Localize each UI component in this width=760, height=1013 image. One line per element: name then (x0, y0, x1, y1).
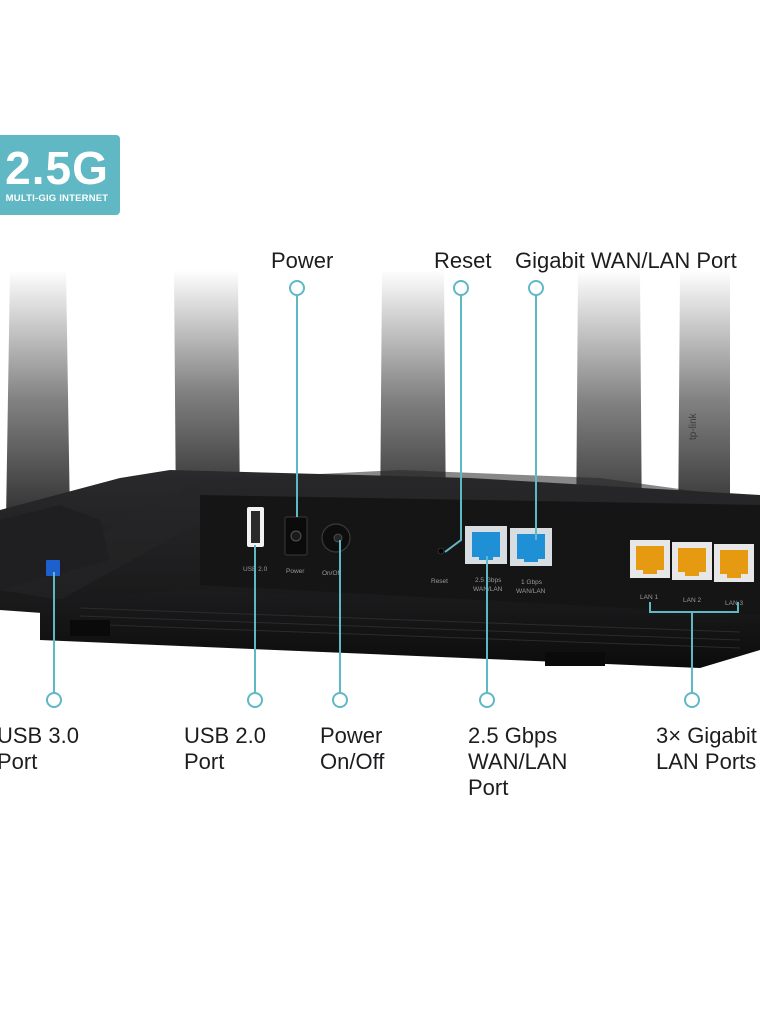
multi-gig-badge: 2.5G MULTI-GIG INTERNET (0, 135, 120, 215)
panel-label-wan1-line2: WAN/LAN (516, 588, 546, 595)
callout-label-usb20: USB 2.0 Port (184, 723, 266, 775)
wan-25g-port (465, 526, 507, 564)
panel-label-wan1-line1: 1 Gbps (521, 579, 543, 586)
usb20-line2: Port (184, 749, 225, 774)
badge-subtitle: MULTI-GIG INTERNET (5, 193, 109, 204)
panel-label-onoff: On/Off (322, 570, 341, 577)
lan-line2: LAN Ports (656, 749, 757, 774)
callout-dot-wan-25g (479, 692, 495, 708)
usb30-line1: USB 3.0 (0, 723, 79, 748)
wan25-line3: Port (468, 775, 509, 800)
panel-label-lan1: LAN 1 (640, 594, 658, 601)
callout-bracket-lan (649, 602, 739, 613)
usb20-line1: USB 2.0 (184, 723, 266, 748)
power-button (321, 523, 351, 553)
badge-title: 2.5G (5, 142, 109, 194)
callout-label-reset: Reset (434, 248, 492, 273)
callout-dots (46, 280, 700, 708)
callout-label-power-onoff: Power On/Off (320, 723, 384, 775)
usb20-port (247, 507, 264, 547)
onoff-line1: Power (320, 723, 383, 748)
usb30-line2: Port (0, 749, 38, 774)
callout-dot-usb20 (247, 692, 263, 708)
callout-lines (53, 296, 739, 692)
callout-label-lan-ports: 3× Gigabit LAN Ports (656, 723, 760, 775)
callout-dot-wan-1g (528, 280, 544, 296)
antenna-1 (6, 270, 70, 560)
panel-label-wan25-line1: 2.5 Gbps (475, 577, 502, 584)
callout-dot-reset (453, 280, 469, 296)
callout-label-gigabit-wan-lan: Gigabit WAN/LAN Port (515, 248, 737, 273)
callout-dot-lan (684, 692, 700, 708)
brand-logo: tp-link (688, 412, 699, 440)
callout-label-usb30: USB 3.0 Port (0, 723, 79, 775)
callout-dot-onoff (332, 692, 348, 708)
callout-label-power: Power (271, 248, 334, 273)
panel-label-lan3: LAN 3 (725, 600, 743, 607)
antenna-5 (678, 270, 730, 560)
wan25-line2: WAN/LAN (468, 749, 568, 774)
power-jack (284, 516, 308, 556)
callout-dot-power (289, 280, 305, 296)
panel-label-reset: Reset (431, 578, 448, 585)
callout-label-wan-25g: 2.5 Gbps WAN/LAN Port (468, 723, 567, 801)
panel-label-power: Power (286, 568, 305, 575)
callout-dot-usb30 (46, 692, 62, 708)
wan-1g-port (510, 528, 552, 566)
lan-port-2 (672, 542, 712, 580)
lan-port-1 (630, 540, 670, 578)
onoff-line2: On/Off (320, 749, 385, 774)
usb30-port (46, 560, 60, 576)
lan-port-3 (714, 544, 754, 582)
reset-pinhole (437, 547, 445, 555)
panel-label-lan2: LAN 2 (683, 597, 701, 604)
callout-line-reset (444, 296, 462, 553)
lan-line1: 3× Gigabit (656, 723, 757, 748)
wan25-line1: 2.5 Gbps (468, 723, 558, 748)
